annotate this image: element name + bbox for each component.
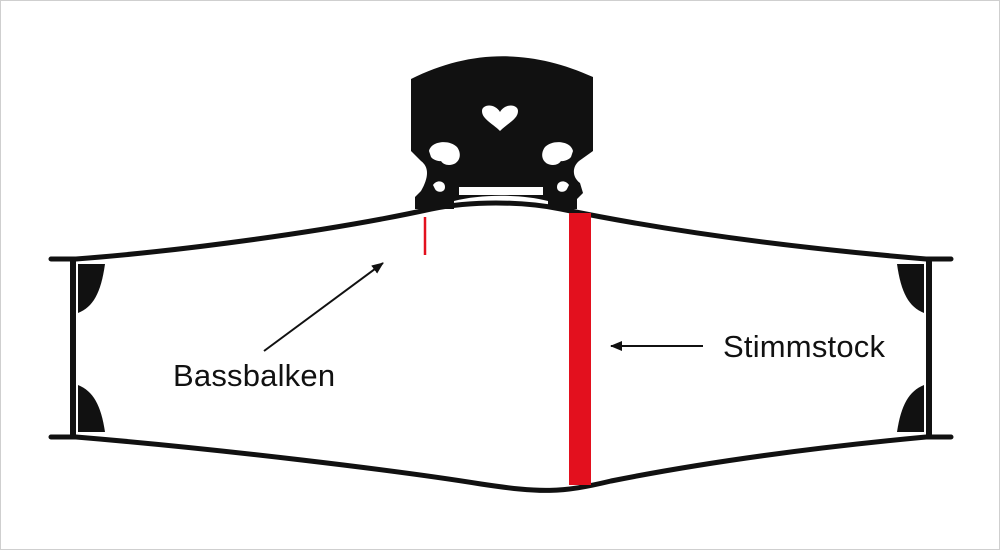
left-lower-lining <box>78 385 105 432</box>
back-plate-outline <box>48 434 954 493</box>
right-lower-lining <box>897 385 924 432</box>
bass-bar-arrow <box>263 262 384 352</box>
right-upper-lining <box>897 264 924 313</box>
bass-bar-label: Bassbalken <box>173 358 336 393</box>
sound-post-label: Stimmstock <box>723 329 886 364</box>
bridge <box>411 56 593 209</box>
top-plate-outline <box>48 200 954 262</box>
sound-post <box>569 213 591 485</box>
left-upper-lining <box>78 264 105 313</box>
